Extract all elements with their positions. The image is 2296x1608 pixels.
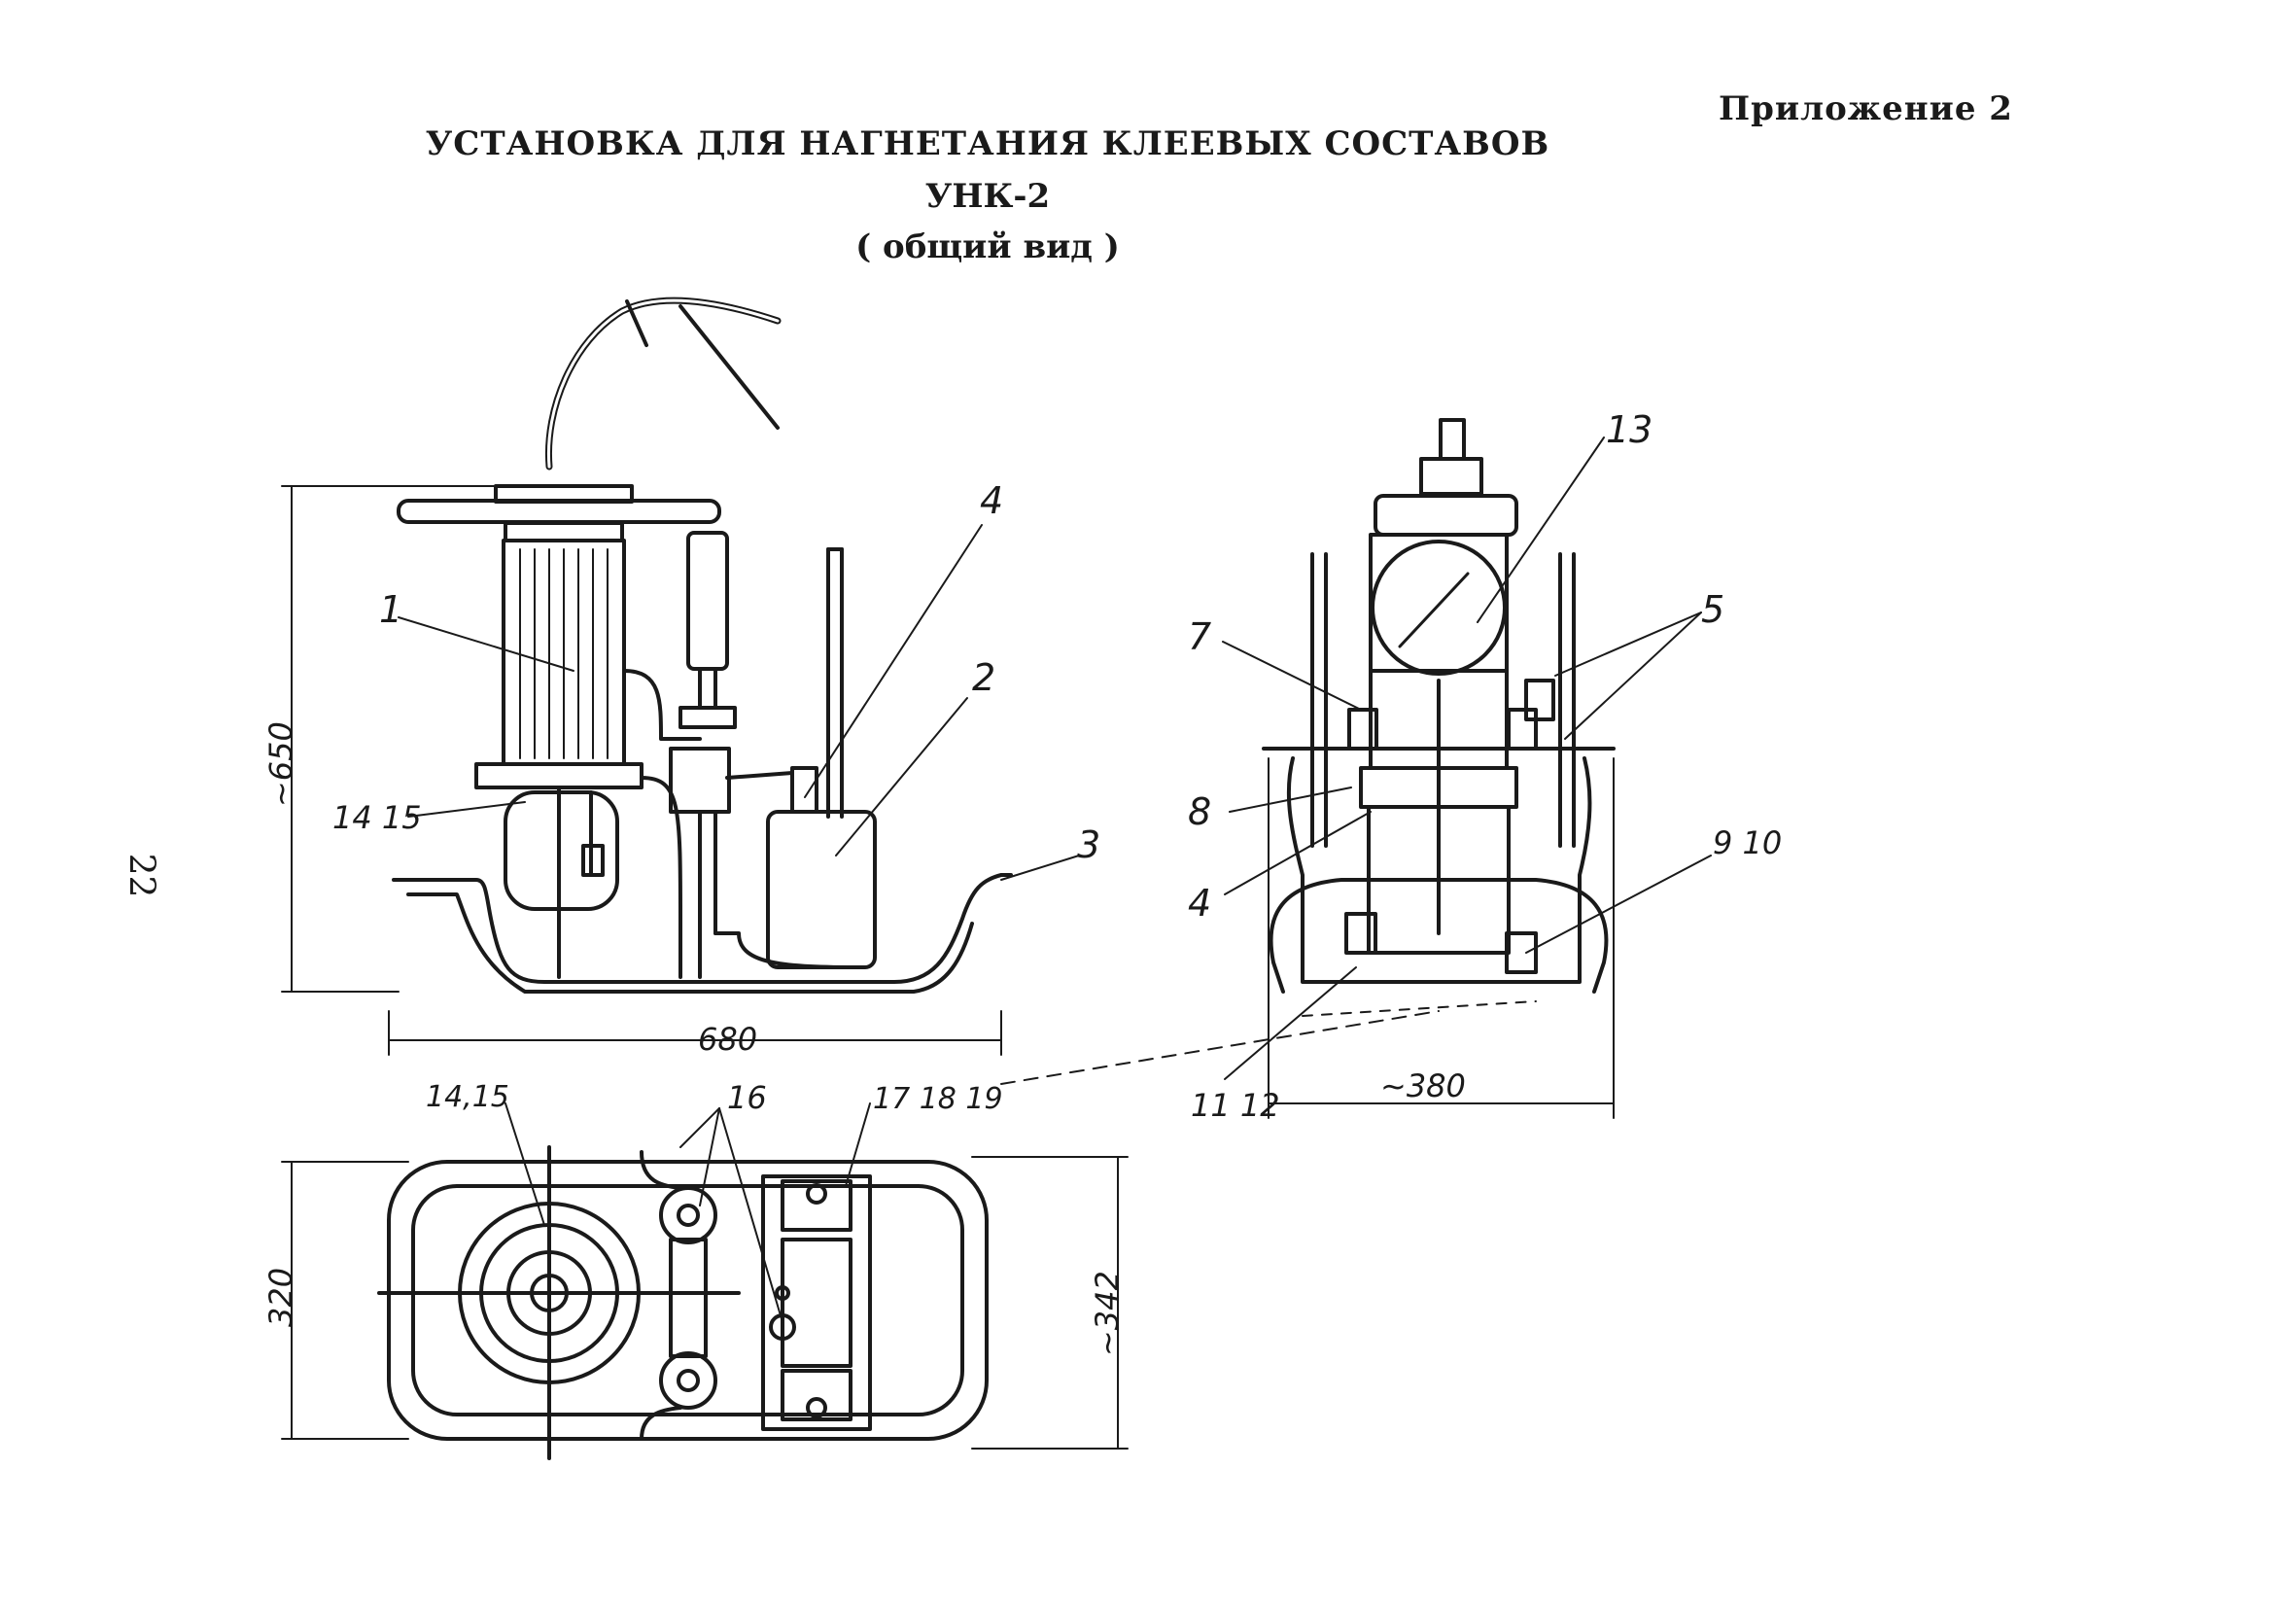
side-view: [281, 297, 1080, 1056]
dim-depth-outer: ~342: [1089, 1271, 1126, 1356]
title-model: УНК-2: [924, 177, 1051, 216]
top-view: [281, 1102, 1129, 1460]
callout-14-15-side: 14 15: [332, 799, 422, 836]
dim-width-front: ~380: [1380, 1067, 1466, 1104]
callout-1: 1: [379, 588, 402, 631]
callout-17-18-19: 17 18 19: [873, 1082, 1003, 1116]
callout-13: 13: [1606, 408, 1652, 451]
front-view: [1000, 418, 1712, 1119]
callout-11-12: 11 12: [1191, 1087, 1280, 1124]
callout-8: 8: [1188, 790, 1211, 833]
callout-9-10: 9 10: [1713, 824, 1782, 861]
appendix-label: Приложение 2: [1719, 89, 2013, 128]
callout-4-side: 4: [980, 479, 1003, 522]
title-view: ( общий вид ): [855, 227, 1120, 266]
title-line-1: УСТАНОВКА ДЛЯ НАГНЕТАНИЯ КЛЕЕВЫХ СОСТАВО…: [425, 124, 1550, 163]
dim-height-side: ~650: [262, 721, 299, 807]
callout-4-front: 4: [1188, 882, 1211, 925]
dim-depth-inner: 320: [262, 1268, 299, 1327]
callout-7: 7: [1188, 615, 1211, 658]
drawing-title: УСТАНОВКА ДЛЯ НАГНЕТАНИЯ КЛЕЕВЫХ СОСТАВО…: [0, 124, 2296, 266]
callout-5: 5: [1701, 588, 1724, 631]
dim-width-side: 680: [698, 1021, 757, 1058]
callout-16: 16: [727, 1079, 767, 1116]
callout-3: 3: [1077, 823, 1100, 866]
callout-2: 2: [972, 656, 995, 699]
callout-14-15-top: 14,15: [426, 1080, 509, 1114]
